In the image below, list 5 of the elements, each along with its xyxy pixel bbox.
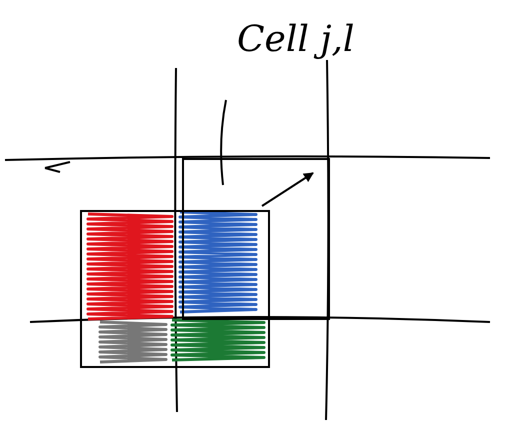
arrow (261, 172, 314, 207)
cell-label: Cell j,l (237, 22, 354, 58)
square-box (80, 210, 270, 368)
leader-line (220, 100, 227, 186)
grid-cell-box (182, 158, 330, 320)
